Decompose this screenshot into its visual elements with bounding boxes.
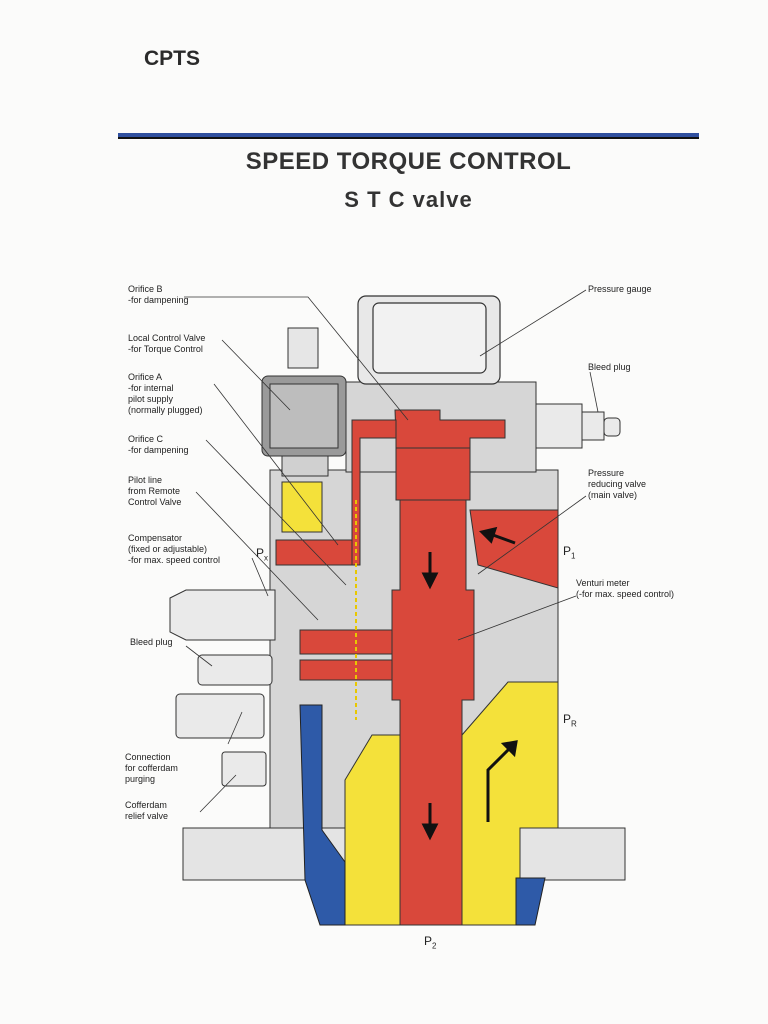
title-rule-black bbox=[118, 137, 699, 139]
label-orifice-a: Orifice A -for internal pilot supply (no… bbox=[128, 372, 203, 415]
port-pr: PR bbox=[563, 712, 577, 729]
diagram-subtitle: S T C valve bbox=[344, 187, 473, 212]
pressure-gauge-graphic bbox=[357, 295, 501, 385]
label-connection-purging: Connection for cofferdam purging bbox=[125, 752, 178, 784]
label-pressure-gauge: Pressure gauge bbox=[588, 284, 652, 294]
cpts-logo: CPTS bbox=[144, 47, 201, 70]
return-flow-yellow bbox=[281, 481, 559, 926]
label-venturi-meter: Venturi meter (-for max. speed control) bbox=[576, 578, 675, 599]
title-rule-blue bbox=[118, 133, 699, 137]
label-orifice-b: Orifice B -for dampening bbox=[128, 284, 189, 305]
left-fittings bbox=[169, 589, 276, 787]
label-bleed-plug-right: Bleed plug bbox=[588, 362, 631, 372]
label-pilot-line: Pilot line from Remote Control Valve bbox=[128, 475, 182, 507]
label-local-control-valve: Local Control Valve -for Torque Control bbox=[128, 333, 206, 354]
label-orifice-c: Orifice C -for dampening bbox=[128, 434, 189, 455]
local-control-valve-graphic bbox=[261, 327, 347, 477]
cofferdam-blue bbox=[299, 704, 546, 926]
right-bleed-plug bbox=[535, 403, 621, 449]
port-px: Px bbox=[256, 546, 269, 563]
port-p1: P1 bbox=[563, 544, 576, 561]
label-compensator: Compensator (fixed or adjustable) -for m… bbox=[128, 533, 221, 565]
pressure-flow-red bbox=[275, 409, 559, 926]
label-cofferdam-relief: Cofferdam relief valve bbox=[125, 800, 169, 821]
leader-lines bbox=[184, 289, 599, 813]
label-bleed-plug-left: Bleed plug bbox=[130, 637, 173, 647]
port-p2: P2 bbox=[424, 934, 437, 951]
label-pressure-reducing-valve: Pressure reducing valve (main valve) bbox=[588, 468, 647, 500]
diagram-title: SPEED TORQUE CONTROL bbox=[245, 148, 572, 175]
flow-arrows bbox=[421, 526, 518, 841]
